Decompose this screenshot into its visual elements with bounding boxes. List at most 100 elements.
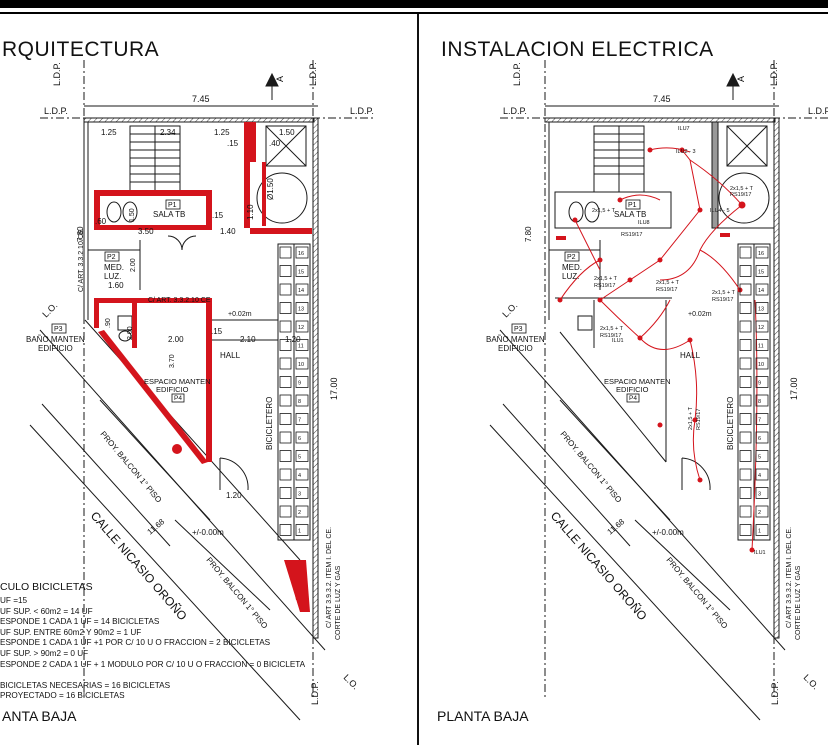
calc-line: ESPONDE 1 CADA 1 UF = 14 BICICLETAS [0, 617, 160, 627]
left-footer-title: ANTA BAJA [2, 708, 77, 724]
rack-slot [279, 283, 292, 296]
art-label: C/ ART. 3.3.2.10 CE [148, 297, 211, 304]
rack-slot [279, 357, 292, 370]
dim-label: 3.50 [138, 227, 154, 236]
rack-slot-number: 8 [758, 399, 761, 405]
dim-label: 2.00 [127, 326, 134, 340]
circuit-label: ILU4 - 5 [710, 208, 730, 214]
circuit-label: ILU2 - 3 [676, 149, 696, 155]
circuit-label: RS19/17 [621, 232, 642, 238]
rack-slot-number: 16 [298, 251, 304, 257]
rack-slot-number: 10 [758, 362, 764, 368]
circuit-label: ILU1 [754, 550, 766, 556]
section-a-label: A [275, 76, 285, 82]
rack-slot [739, 339, 752, 351]
rack-slot-number: 6 [758, 436, 761, 442]
proy-balcon-label: PROY. BALCON 1° PISO [664, 556, 729, 631]
rack-slot-number: 5 [758, 455, 761, 461]
dim-label: 2.00 [130, 258, 137, 272]
art-label: C/ ART 3.9.3.2. ITEM I. DEL CE. [326, 527, 333, 628]
rack-slot-number-box [295, 302, 309, 314]
ldp-label: L.D.P. [52, 62, 62, 86]
dim-label: 1.25 [101, 128, 117, 137]
rack-slot [279, 394, 292, 407]
art-label: C/ ART. 3.3.2.10 CE [78, 229, 85, 292]
rack-slot-number-box [755, 394, 769, 407]
circuit-label: ILU8 [638, 220, 650, 226]
rack-slot-number-box [295, 246, 309, 259]
room-med: MED. [562, 263, 582, 272]
rack-slot-number: 11 [758, 344, 764, 350]
proy-balcon-label: PROY. BALCON 1° PISO [98, 430, 163, 505]
circuit-label: 2x1,5 + T [600, 326, 624, 332]
rack-slot-number: 13 [758, 307, 764, 313]
ldp-label: L.D.P. [808, 106, 828, 116]
ldp-label: L.D.P. [44, 106, 68, 116]
room-tag-p1: P1 [628, 202, 637, 209]
dim-label: .15 [211, 327, 223, 336]
rack-slot-number-box [755, 450, 769, 462]
circuit-label: ILU1 [612, 338, 624, 344]
rack-slot-number-box [755, 468, 769, 481]
rack-slot-number-box [295, 431, 309, 444]
calc-line: UF SUP. ENTRE 60m2 Y 90m2 = 1 UF [0, 627, 142, 637]
circuit-label: RS19/17 [656, 287, 677, 293]
rack-slot [279, 413, 292, 425]
rack-slot [739, 302, 752, 314]
calc-line: BICICLETAS NECESARIAS = 16 BICICLETAS [0, 680, 171, 690]
room-med: MED. [104, 263, 124, 272]
circuit-label: RS19/17 [712, 297, 733, 303]
room-espacio: ESPACIO MANTEN [604, 377, 671, 386]
rack-slot-number: 3 [298, 492, 301, 498]
room-hall: HALL [220, 351, 241, 360]
rack-slot-number: 4 [298, 473, 301, 479]
dim-label: .40 [269, 139, 281, 148]
calc-line: UF =15 [0, 596, 28, 605]
room-tag-p1: P1 [168, 202, 177, 209]
circuit-label: RS19/17 [600, 333, 621, 339]
sheet-top-border [0, 0, 828, 8]
room-luz: LUZ. [104, 272, 121, 281]
height-dimension: 17.00 [329, 377, 339, 400]
rack-slot [739, 394, 752, 407]
rack-slot-number: 9 [758, 381, 761, 387]
bicicletero-label: BICICLETERO [265, 397, 274, 450]
rack-slot [279, 450, 292, 462]
level-label: +0.02m [228, 311, 252, 318]
calc-line: PROYECTADO = 16 BICICLETAS [0, 691, 125, 701]
calc-title: CULO BICICLETAS [0, 581, 93, 593]
dim-label: .15 [227, 139, 239, 148]
arquitectura-plan [29, 60, 375, 721]
rack-slot-number-box [755, 283, 769, 296]
ldp-label: L.D.P. [350, 106, 374, 116]
rack-slot-number-box [295, 265, 309, 277]
circuit-label: 2x1,5 + T [730, 186, 754, 192]
rack-slot-number-box [295, 450, 309, 462]
dim-label: 1.10 [246, 204, 255, 220]
calc-line: UF SUP. < 60m2 = 14 UF [0, 606, 93, 616]
rack-slot [279, 320, 292, 333]
room-edificio: EDIFICIO [616, 385, 649, 394]
ldp-label: L.D.P. [769, 62, 779, 86]
rack-slot-number-box [755, 339, 769, 351]
rack-slot [739, 487, 752, 499]
rack-slot [739, 376, 752, 388]
rack-slot-number-box [755, 487, 769, 499]
electrica-plan [489, 60, 828, 721]
rack-slot-number-box [295, 320, 309, 333]
dim-label: 7.80 [76, 226, 85, 242]
room-espacio: ESPACIO MANTEN [144, 377, 211, 386]
rack-slot-number-box [755, 431, 769, 444]
facade-dimension: 11.68 [606, 517, 627, 537]
rack-slot-number-box [295, 394, 309, 407]
rack-slot-number: 3 [758, 492, 761, 498]
room-bano: BAÑO MANTEN [486, 335, 545, 344]
rack-slot [279, 524, 292, 536]
street-name: CALLE NICASIO OROÑO [548, 509, 650, 623]
rack-slot [739, 413, 752, 425]
room-tag-p4: P4 [629, 395, 637, 402]
rack-slot [279, 487, 292, 499]
dim-label: 1.50 [279, 128, 295, 137]
